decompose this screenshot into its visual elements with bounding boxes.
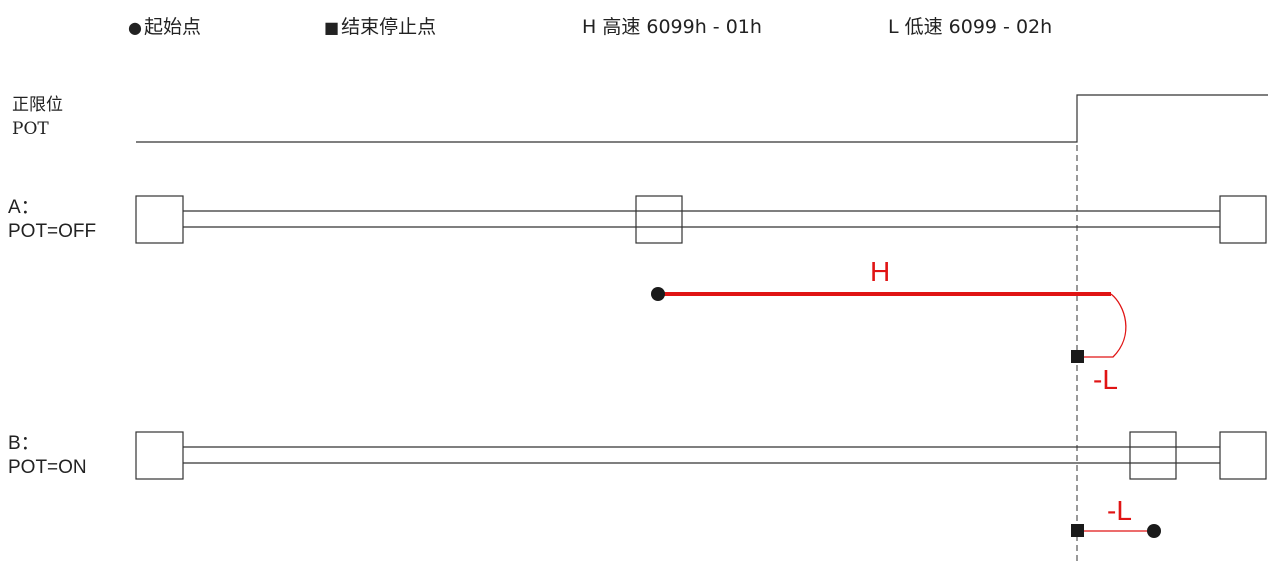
case-a-reverse-curve	[1080, 293, 1127, 358]
case-b-condition: POT=ON	[8, 457, 87, 478]
case-b-low-speed-label: -L	[1107, 495, 1132, 526]
legend-low-speed: L 低速 6099 - 02h	[888, 16, 1053, 38]
case-a-condition: POT=OFF	[8, 221, 97, 242]
legend-start-point: ●起始点	[128, 12, 201, 39]
case-a-low-speed-label: -L	[1093, 364, 1118, 395]
case-a-right-stop-block	[1219, 195, 1267, 244]
pot-name-cn: 正限位	[12, 95, 63, 115]
case-a-stop-point	[1071, 350, 1084, 363]
case-b-right-stop-block	[1219, 431, 1267, 480]
pot-signal-label: 正限位 POT	[12, 93, 63, 141]
circle-icon: ●	[128, 18, 142, 37]
case-a-left-stop-block	[135, 195, 184, 244]
case-b-carriage-block	[1129, 431, 1177, 480]
pot-name-en: POT	[12, 119, 49, 139]
case-b-start-point	[1147, 524, 1161, 538]
case-a-path	[651, 287, 1127, 363]
legend-stop-point: ■结束停止点	[324, 12, 436, 39]
pot-signal-waveform	[136, 94, 1268, 143]
case-a-carriage-block	[635, 195, 683, 244]
case-a-high-speed-label: H	[870, 256, 891, 287]
case-b-label: B： POT=ON	[8, 432, 87, 480]
case-b-path	[1071, 524, 1161, 538]
case-b-left-stop-block	[135, 431, 184, 480]
legend-high-speed: H 高速 6099h - 01h	[582, 16, 762, 38]
case-b-title: B：	[8, 433, 40, 454]
case-a-start-point	[651, 287, 665, 301]
case-a-rail	[135, 195, 1267, 244]
case-b-rail	[135, 431, 1267, 480]
square-icon: ■	[324, 18, 340, 37]
case-a-label: A： POT=OFF	[8, 196, 96, 244]
legend-stop-label: 结束停止点	[341, 16, 437, 38]
legend-start-label: 起始点	[143, 16, 201, 38]
case-b-stop-point	[1071, 524, 1084, 537]
case-a-title: A：	[8, 197, 40, 218]
